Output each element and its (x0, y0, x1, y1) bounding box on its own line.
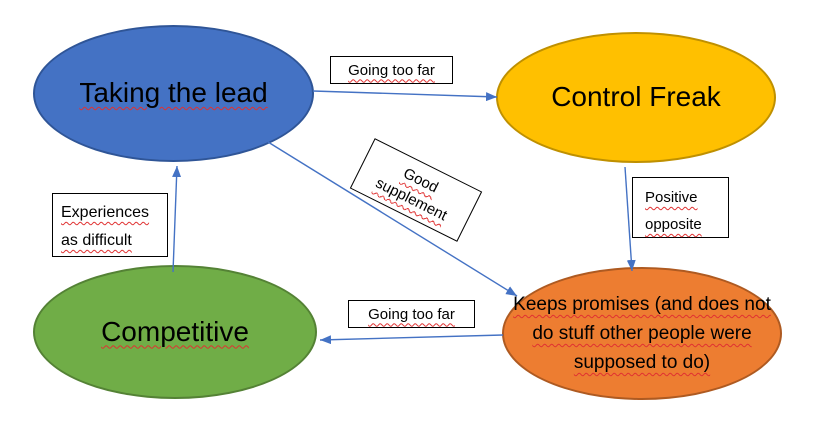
edge-label-going-too-far-top[interactable]: Going too far (330, 56, 453, 84)
node-keeps-promises[interactable]: Keeps promises (and does not do stuff ot… (502, 267, 782, 400)
arrow-control-freak-to-keeps-promises[interactable] (624, 166, 636, 272)
edge-label-going-too-far-bottom-text: Going too far (368, 305, 455, 323)
arrow-competitive-to-taking-the-lead[interactable] (172, 165, 182, 273)
node-control-freak[interactable]: Control Freak (496, 32, 776, 163)
arrow-taking-the-lead-to-keeps-promises[interactable] (267, 141, 518, 297)
edge-label-going-too-far-top-text: Going too far (348, 61, 435, 79)
node-taking-the-lead-label: Taking the lead (79, 77, 268, 109)
edge-label-experiences-as-difficult[interactable]: Experiences as difficult (52, 193, 168, 257)
edge-label-experiences-line1: Experiences (61, 204, 150, 221)
arrow-taking-the-lead-to-control-freak[interactable] (312, 90, 498, 102)
node-keeps-promises-label: Keeps promises (and does not do stuff ot… (513, 294, 771, 373)
edge-label-positive-opposite-line2: opposite (645, 216, 702, 233)
node-taking-the-lead[interactable]: Taking the lead (33, 25, 314, 162)
edge-label-experiences-line2: as difficult (61, 232, 132, 249)
node-competitive[interactable]: Competitive (33, 265, 317, 399)
arrow-keeps-promises-to-competitive[interactable] (319, 334, 504, 345)
edge-label-positive-opposite-line1: Positive (645, 189, 698, 206)
node-control-freak-label: Control Freak (551, 81, 721, 113)
node-competitive-label: Competitive (101, 315, 249, 347)
edge-label-positive-opposite[interactable]: Positive opposite (632, 177, 729, 238)
edge-label-going-too-far-bottom[interactable]: Going too far (348, 300, 475, 328)
